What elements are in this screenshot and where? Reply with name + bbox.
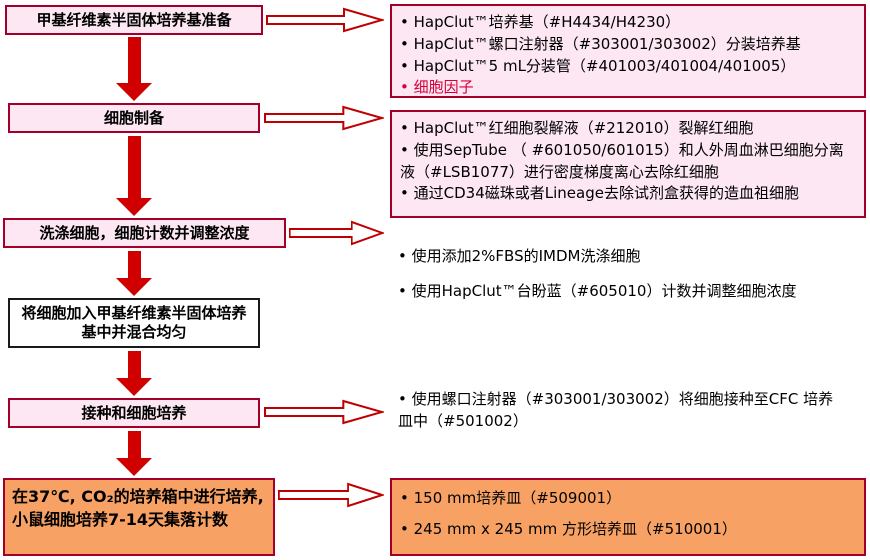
bullet-item: HapClut™红细胞裂解液（#212010）裂解红细胞: [400, 118, 856, 140]
down-arrow-icon: [116, 136, 152, 216]
bullet-item: 使用HapClut™台盼蓝（#605010）计数并调整细胞浓度: [398, 281, 858, 303]
right-arrow-icon: [289, 220, 384, 246]
bullet-item: 使用添加2%FBS的IMDM洗涤细胞: [398, 246, 858, 268]
flow-step-medium-preparation: 甲基纤维素半固体培养基准备: [5, 5, 263, 35]
bullet-item: HapClut™培养基（#H4434/H4230）: [400, 12, 856, 34]
bullet-item: 150 mm培养皿（#509001）: [400, 488, 856, 510]
down-arrow-icon: [116, 351, 152, 396]
bullet-item: 通过CD34磁珠或者Lineage去除试剂盒获得的造血祖细胞: [400, 183, 856, 205]
flow-step-seed-and-culture: 接种和细胞培养: [8, 398, 260, 428]
right-arrow-icon: [266, 7, 384, 33]
arrow-shaft: [127, 136, 141, 198]
flow-step-mix-cells-into-medium: 将细胞加入甲基纤维素半固体培养基中并混合均匀: [8, 298, 260, 348]
flow-step-wash-count-adjust: 洗涤细胞，细胞计数并调整浓度: [3, 218, 286, 248]
down-arrow-icon: [116, 251, 152, 296]
right-arrow-icon: [278, 482, 384, 508]
annotation-box-medium-preparation: HapClut™培养基（#H4434/H4230） HapClut™螺口注射器（…: [390, 4, 866, 98]
annotation-box-wash-count: 使用添加2%FBS的IMDM洗涤细胞 使用HapClut™台盼蓝（#605010…: [390, 240, 866, 306]
arrow-shaft: [127, 37, 141, 83]
bullet-item: HapClut™5 mL分装管（#401003/401004/401005）: [400, 56, 856, 78]
arrow-head: [116, 278, 152, 296]
bullet-item: 使用SepTube （ #601050/601015）和人外周血淋巴细胞分离液（…: [400, 140, 856, 184]
arrow-head: [116, 378, 152, 396]
arrow-head: [116, 198, 152, 216]
arrow-shaft: [127, 431, 141, 458]
bullet-item: 使用螺口注射器（#303001/303002）将细胞接种至CFC 培养皿中（#5…: [398, 389, 834, 433]
flow-step-incubate-count-colonies: 在37℃, CO₂的培养箱中进行培养, 小鼠细胞培养7-14天集落计数: [3, 478, 275, 556]
arrow-shaft: [127, 351, 141, 378]
annotation-box-seeding: 使用螺口注射器（#303001/303002）将细胞接种至CFC 培养皿中（#5…: [390, 383, 842, 435]
flow-step-cell-preparation: 细胞制备: [8, 103, 260, 133]
arrow-shaft: [127, 251, 141, 278]
bullet-item: 245 mm x 245 mm 方形培养皿（#510001）: [400, 519, 856, 541]
annotation-box-dishes: 150 mm培养皿（#509001） 245 mm x 245 mm 方形培养皿…: [390, 478, 866, 556]
bullet-item-cytokines: 细胞因子: [400, 77, 856, 99]
right-arrow-icon: [264, 105, 384, 131]
arrow-head: [116, 83, 152, 101]
annotation-box-cell-preparation: HapClut™红细胞裂解液（#212010）裂解红细胞 使用SepTube （…: [390, 110, 866, 218]
arrow-head: [116, 458, 152, 476]
bullet-item: HapClut™螺口注射器（#303001/303002）分装培养基: [400, 34, 856, 56]
down-arrow-icon: [116, 37, 152, 101]
down-arrow-icon: [116, 431, 152, 476]
right-arrow-icon: [264, 399, 384, 425]
